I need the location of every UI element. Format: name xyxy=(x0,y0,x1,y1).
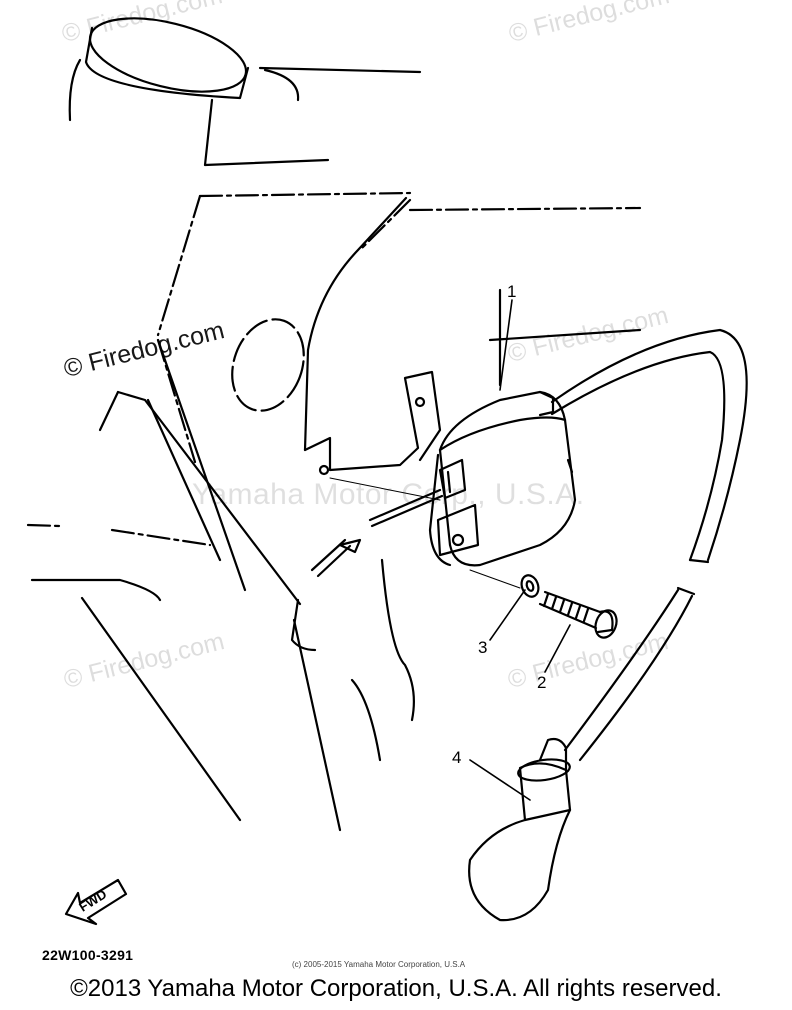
spark-plug-cap xyxy=(468,737,572,922)
callout-2: 2 xyxy=(537,673,547,692)
small-copyright: (c) 2005-2015 Yamaha Motor Corporation, … xyxy=(292,960,466,969)
footer-copyright: ©2013 Yamaha Motor Corporation, U.S.A. A… xyxy=(70,975,722,1002)
frame-body xyxy=(30,196,642,832)
ignition-coil xyxy=(428,390,577,567)
bolt xyxy=(538,590,618,639)
part-number: 22W100-3291 xyxy=(42,947,134,963)
leader-lines xyxy=(329,299,571,801)
screw-rod xyxy=(310,488,444,578)
callout-1: 1 xyxy=(507,282,517,301)
mounting-bracket xyxy=(303,370,442,476)
tank-cap xyxy=(68,17,422,167)
callout-4: 4 xyxy=(452,748,462,767)
washer xyxy=(520,574,540,598)
fwd-arrow xyxy=(64,878,128,926)
spark-plug-wire-upper xyxy=(550,328,748,564)
callout-3: 3 xyxy=(478,638,488,657)
spark-plug-wire-lower xyxy=(563,586,696,762)
yamaha-watermark: Yamaha Motor Corp., U.S.A. xyxy=(192,478,585,511)
